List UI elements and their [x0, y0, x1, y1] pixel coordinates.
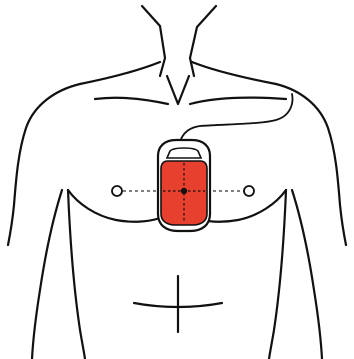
left-clavicle-line — [95, 98, 168, 104]
left-torso-side-line — [68, 190, 85, 359]
right-trapezius-line — [192, 62, 276, 84]
right-shoulder-line — [276, 84, 346, 245]
heart-monitor-device-icon — [158, 140, 210, 231]
left-arm-inner-line — [32, 190, 62, 359]
device-top-cap — [167, 148, 201, 158]
right-torso-side-line — [269, 190, 286, 359]
right-nipple-marker-icon — [244, 186, 254, 196]
device-center-dot-icon — [181, 188, 187, 194]
left-nipple-marker-icon — [112, 186, 122, 196]
left-trapezius-line — [80, 62, 160, 84]
sternal-notch-line — [167, 76, 189, 104]
right-arm-inner-line — [292, 190, 322, 359]
right-clavicle-line — [190, 98, 286, 104]
